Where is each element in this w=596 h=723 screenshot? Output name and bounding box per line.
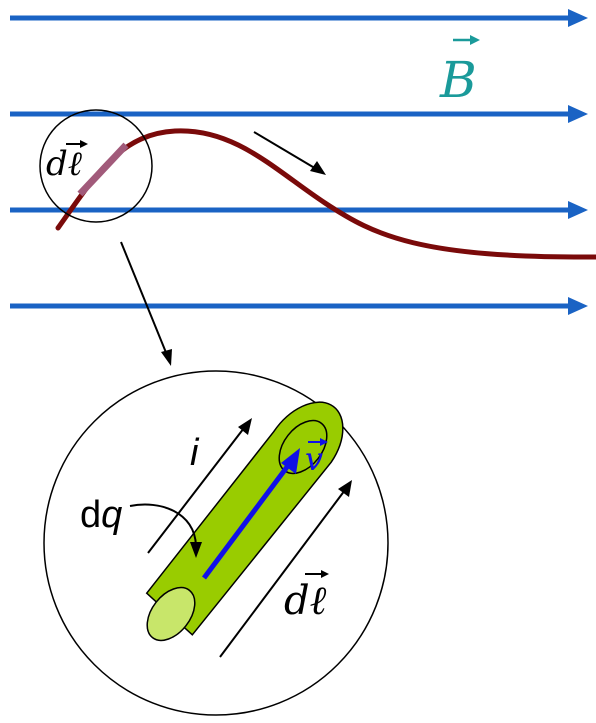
field-label-vector-head (470, 35, 480, 45)
velocity-label-text: v (305, 440, 323, 478)
field-line-1-arrowhead (568, 9, 588, 27)
field-line-3-arrowhead (568, 201, 588, 219)
wire (55, 128, 596, 260)
segment-label-small-text: dℓ (46, 144, 82, 184)
charge-pointer (129, 503, 202, 558)
current-label: i (190, 432, 200, 474)
segment-label-small: dℓ (46, 140, 88, 184)
field-label: B (439, 35, 480, 109)
field-line-4-arrowhead (568, 297, 588, 315)
segment-label-large-text: dℓ (284, 578, 327, 624)
current-direction-arrow (253, 131, 326, 175)
charge-label: dq (80, 494, 122, 536)
field-label-text: B (439, 51, 477, 109)
charge-label-d: d (80, 494, 101, 536)
velocity-arrow (201, 448, 300, 580)
velocity-label: v (305, 438, 328, 478)
charge-label-q: q (101, 494, 122, 536)
field-lines (10, 9, 588, 315)
wire-curve (55, 128, 596, 260)
wire-segment-highlight (77, 142, 129, 197)
segment-arrow-large (219, 480, 352, 658)
current-arrow (147, 418, 252, 554)
field-line-2-arrowhead (568, 105, 588, 123)
magnifier-circle-small (39, 109, 153, 223)
conductor-rod-near-end (146, 586, 196, 642)
segment-label-large: dℓ (284, 570, 329, 624)
magnifier-circle-large (43, 370, 389, 716)
zoom-arrow (120, 241, 172, 366)
